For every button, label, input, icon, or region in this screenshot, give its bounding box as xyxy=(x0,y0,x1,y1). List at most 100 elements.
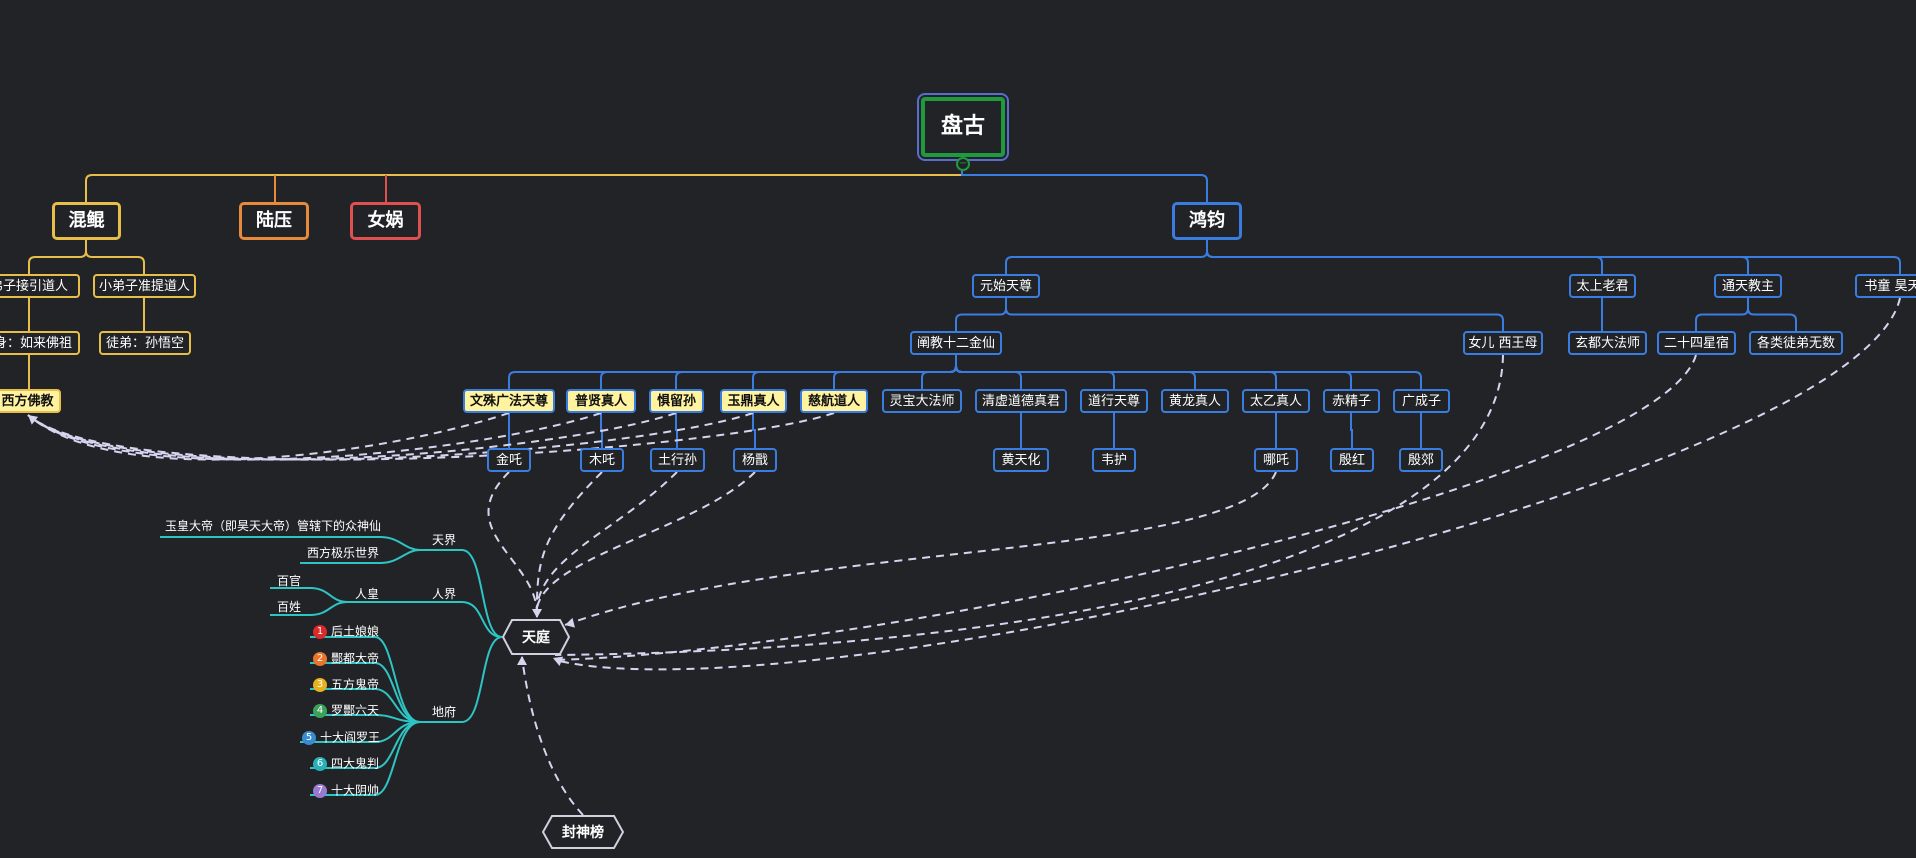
dashed-link-to-tianting xyxy=(487,471,539,618)
connector-line xyxy=(955,355,1422,389)
connector-line xyxy=(28,240,87,274)
connector-line xyxy=(1206,240,1901,274)
node-yuanshi[interactable]: 元始天尊 xyxy=(972,274,1040,298)
dashed-link-to-tianting xyxy=(535,471,678,618)
difu-item-label: 五方鬼帝 xyxy=(331,677,380,692)
node-immortal-taiyi[interactable]: 太乙真人 xyxy=(1242,389,1310,413)
node-disciple-tuxingsun[interactable]: 土行孙 xyxy=(650,448,705,472)
connector-line xyxy=(1005,298,1504,331)
node-chanjiao[interactable]: 阐教十二金仙 xyxy=(910,331,1002,355)
leaf-label-xifang[interactable]: 西方极乐世界 xyxy=(307,546,380,560)
node-shutong[interactable]: 书童 昊天 xyxy=(1855,274,1916,298)
arrowhead-icon xyxy=(28,415,39,425)
dashed-link-to-tianting xyxy=(535,471,756,618)
branch-label-renhuang[interactable]: 人皇 xyxy=(355,587,380,601)
node-taishang[interactable]: 太上老君 xyxy=(1569,274,1636,298)
node-disciple-jinzha[interactable]: 金吒 xyxy=(487,448,531,472)
dashed-link-to-west xyxy=(27,412,754,461)
collapse-icon[interactable]: − xyxy=(956,157,970,171)
node-disciple-muzha[interactable]: 木吒 xyxy=(580,448,624,472)
difu-item[interactable]: 7 十大阴帅 xyxy=(313,784,379,798)
node-rulai[interactable]: 身：如来佛祖 xyxy=(0,331,80,355)
arrowhead-icon xyxy=(565,617,575,628)
node-tudi[interactable]: 各类徒弟无数 xyxy=(1749,331,1843,355)
arrowhead-icon xyxy=(517,656,527,665)
node-west-buddhism[interactable]: 西方佛教 xyxy=(0,389,61,413)
difu-item-label: 罗酆六天 xyxy=(331,703,380,718)
dashed-link-to-west xyxy=(27,412,835,461)
node-hunkun[interactable]: 混鲲 xyxy=(52,202,121,240)
node-immortal-yuding[interactable]: 玉鼎真人 xyxy=(720,389,787,413)
dashed-link-xiwangmu xyxy=(554,354,1504,656)
node-nvwa[interactable]: 女娲 xyxy=(350,202,421,240)
node-xiwangmu[interactable]: 女儿 西王母 xyxy=(1463,331,1543,355)
node-disciple-huangtianhua[interactable]: 黄天化 xyxy=(993,448,1049,472)
number-badge-1-icon: 1 xyxy=(313,625,327,639)
connector-renjie xyxy=(270,587,503,638)
difu-item[interactable]: 2 酆都大帝 xyxy=(313,652,379,666)
number-badge-2-icon: 2 xyxy=(313,652,327,666)
difu-item-label: 十大阎罗王 xyxy=(320,730,381,745)
connector-line xyxy=(1695,298,1749,331)
connector-tianjie xyxy=(160,536,503,638)
difu-item-label: 酆都大帝 xyxy=(331,651,380,666)
node-fengshenbang[interactable]: 封神榜 xyxy=(541,815,625,849)
node-disciple-weihu[interactable]: 韦护 xyxy=(1092,448,1136,472)
node-immortal-cihang[interactable]: 慈航道人 xyxy=(800,389,868,413)
leaf-label-baiguan[interactable]: 百官 xyxy=(277,574,302,588)
branch-label-difu[interactable]: 地府 xyxy=(432,705,457,719)
connector-xifang xyxy=(300,549,421,564)
node-disciple-nezha[interactable]: 哪吒 xyxy=(1254,448,1298,472)
node-immortal-wenshu[interactable]: 文殊广法天尊 xyxy=(463,389,555,413)
dashed-link-to-west xyxy=(27,412,602,461)
node-disciple-jieyin[interactable]: 弟子接引道人 xyxy=(0,274,80,298)
node-immortal-juliusun[interactable]: 惧留孙 xyxy=(649,389,704,413)
node-xuandu[interactable]: 玄都大法师 xyxy=(1568,331,1647,355)
node-xingxiu[interactable]: 二十四星宿 xyxy=(1657,331,1736,355)
node-immortal-chijingzi[interactable]: 赤精子 xyxy=(1323,389,1380,413)
node-sunwukong[interactable]: 徒弟：孙悟空 xyxy=(99,331,191,355)
node-immortal-lingbao[interactable]: 灵宝大法师 xyxy=(882,389,962,413)
node-tianting[interactable]: 天庭 xyxy=(501,619,571,655)
fengshenbang-label: 封神榜 xyxy=(562,825,604,841)
connector-line xyxy=(921,355,957,389)
dashed-link-nezha xyxy=(564,471,1277,626)
node-tongtian[interactable]: 通天教主 xyxy=(1714,274,1782,298)
connector-root-hongjun xyxy=(961,160,1208,202)
dashed-link-to-west xyxy=(27,412,677,461)
node-disciple-yangjian[interactable]: 杨戬 xyxy=(733,448,777,472)
connector-difu-item xyxy=(310,721,421,796)
connector-line xyxy=(955,298,1007,331)
root-node-pangu[interactable]: 盘古 xyxy=(917,93,1009,161)
connector-line xyxy=(675,413,678,448)
branch-label-tianjie[interactable]: 天界 xyxy=(432,533,457,547)
branch-label-renjie[interactable]: 人界 xyxy=(432,587,457,601)
connector-line xyxy=(1747,298,1797,331)
number-badge-7-icon: 7 xyxy=(313,784,327,798)
node-immortal-puxian[interactable]: 普贤真人 xyxy=(566,389,636,413)
leaf-label-baixing[interactable]: 百姓 xyxy=(277,600,302,614)
node-immortal-guangchengzi[interactable]: 广成子 xyxy=(1393,389,1450,413)
node-hongjun[interactable]: 鸿钧 xyxy=(1172,202,1242,240)
node-disciple-zhunti[interactable]: 小弟子准提道人 xyxy=(93,274,196,298)
difu-item-label: 十大阴帅 xyxy=(331,783,380,798)
node-immortal-daoxing[interactable]: 道行天尊 xyxy=(1080,389,1148,413)
connector-line xyxy=(1350,413,1353,448)
node-immortal-huanglong[interactable]: 黄龙真人 xyxy=(1161,389,1229,413)
node-disciple-yinjiao[interactable]: 殷郊 xyxy=(1399,448,1443,472)
connector-difu-item xyxy=(310,662,421,723)
connector-root-hunkun xyxy=(85,160,963,202)
difu-item-label: 四大鬼判 xyxy=(331,756,380,771)
node-luya[interactable]: 陆压 xyxy=(239,202,309,240)
dashed-link-shutong xyxy=(554,297,1901,671)
node-disciple-yinhong[interactable]: 殷红 xyxy=(1330,448,1374,472)
node-immortal-qingxu[interactable]: 清虚道德真君 xyxy=(975,389,1067,413)
leaf-label-yuhuang[interactable]: 玉皇大帝（即昊天大帝）管辖下的众神仙 xyxy=(165,519,382,533)
